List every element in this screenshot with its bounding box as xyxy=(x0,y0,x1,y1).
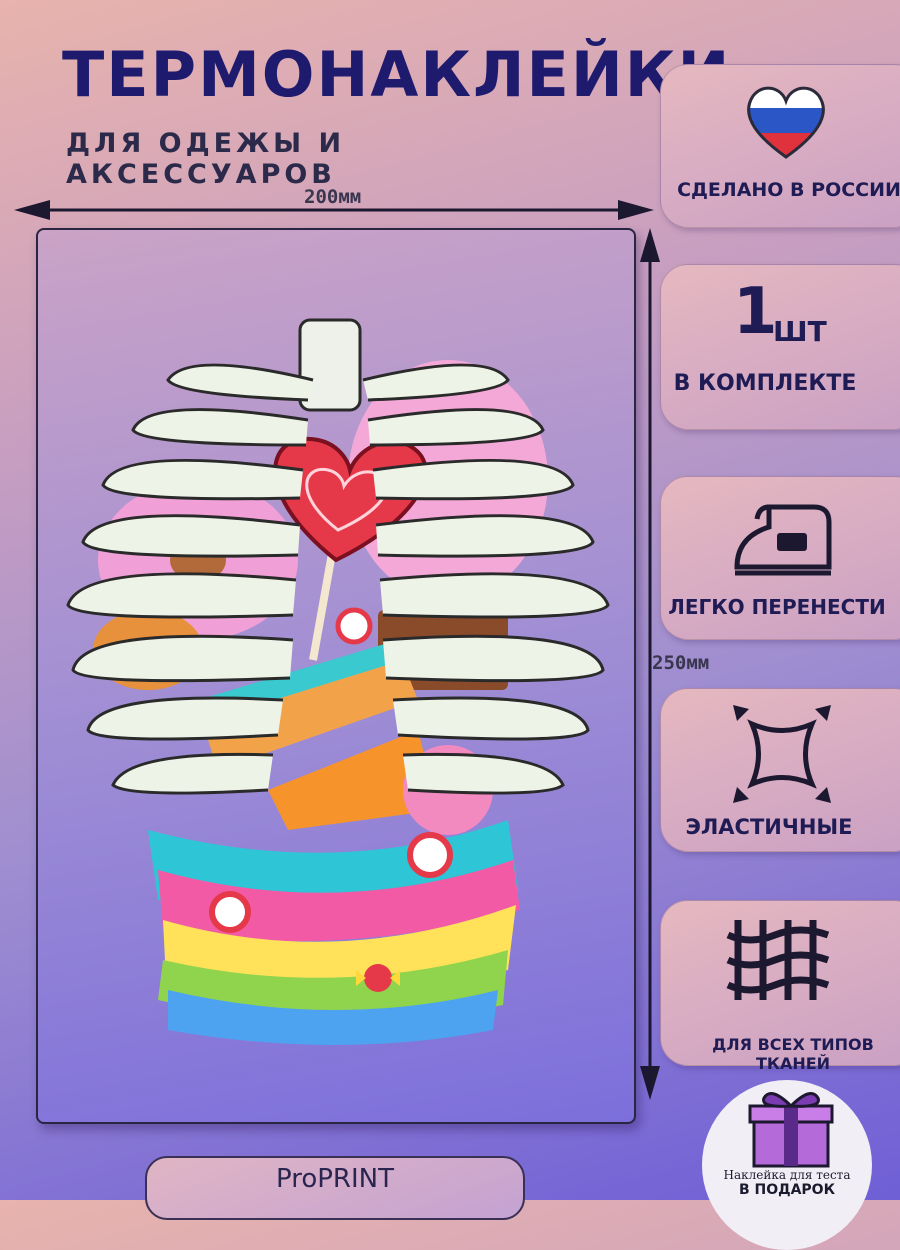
sticker-preview-frame xyxy=(36,228,636,1124)
page-title: ТЕРМОНАКЛЕЙКИ xyxy=(62,38,732,111)
cake-slice xyxy=(198,650,418,770)
quantity-caption: В КОМПЛЕКТЕ xyxy=(673,371,857,396)
peppermint-candy xyxy=(209,891,251,933)
rainbow-ribbon xyxy=(148,820,520,1045)
easy-transfer-label: ЛЕГКО ПЕРЕНЕСТИ xyxy=(668,595,886,619)
all-fabrics-label: ДЛЯ ВСЕХ ТИПОВ ТКАНЕЙ xyxy=(712,1035,874,1073)
russian-flag-heart-icon xyxy=(747,86,825,159)
width-label: 200мм xyxy=(304,186,362,208)
quantity-number: 1 xyxy=(733,275,778,349)
made-in-russia-card: СДЕЛАНО В РОССИИ xyxy=(660,64,900,228)
wrapped-candy xyxy=(364,964,392,992)
height-label: 250мм xyxy=(652,652,710,674)
fabric-weave-icon xyxy=(726,920,830,1000)
brand-label: ProPRINT xyxy=(145,1156,525,1220)
spine xyxy=(298,318,362,412)
elastic-card: ЭЛАСТИЧНЫЕ xyxy=(660,688,900,852)
quantity-unit: ШТ xyxy=(773,315,827,348)
width-dimension-arrow xyxy=(14,200,654,220)
stretch-arrows-icon xyxy=(733,705,831,803)
ice-cream-cone xyxy=(268,730,438,830)
all-fabrics-card: ДЛЯ ВСЕХ ТИПОВ ТКАНЕЙ xyxy=(660,900,900,1073)
iron-icon xyxy=(734,504,832,576)
gift-caption-line1: Наклейка для теста xyxy=(723,1168,851,1182)
made-in-russia-label: СДЕЛАНО В РОССИИ xyxy=(677,179,900,201)
easy-transfer-card: ЛЕГКО ПЕРЕНЕСТИ xyxy=(660,476,900,640)
elastic-label: ЭЛАСТИЧНЫЕ xyxy=(685,815,853,839)
ribcage-candy-illustration xyxy=(66,318,610,1045)
gift-box-icon xyxy=(748,1092,834,1168)
height-dimension-arrow xyxy=(640,228,660,1100)
ribs xyxy=(66,363,610,795)
peppermint-candy xyxy=(407,832,453,878)
page-subtitle: ДЛЯ ОДЕЖЫ И АКСЕССУАРОВ xyxy=(66,128,346,190)
quantity-card: 1 ШТ В КОМПЛЕКТЕ xyxy=(660,264,900,430)
peppermint-candy xyxy=(335,607,373,645)
gift-caption-line2: В ПОДАРОК xyxy=(738,1182,836,1198)
